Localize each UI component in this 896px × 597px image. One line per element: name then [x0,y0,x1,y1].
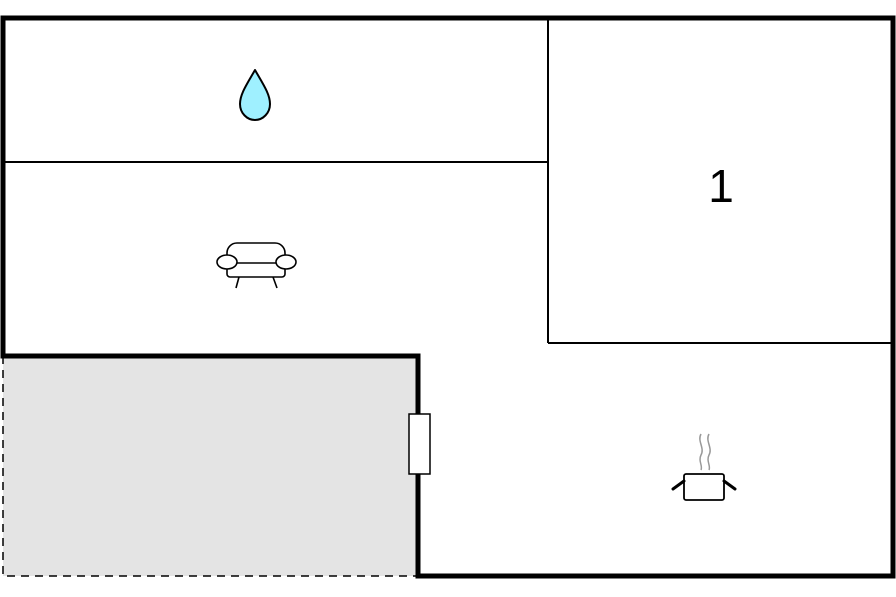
exterior-wall [0,15,896,579]
cooking-pot-icon [671,433,737,501]
bedroom-number-label: 1 [708,160,734,212]
water-drop-icon [239,69,271,121]
terrace-door [408,413,431,475]
sofa-icon [216,242,297,289]
terrace-area [2,356,418,577]
